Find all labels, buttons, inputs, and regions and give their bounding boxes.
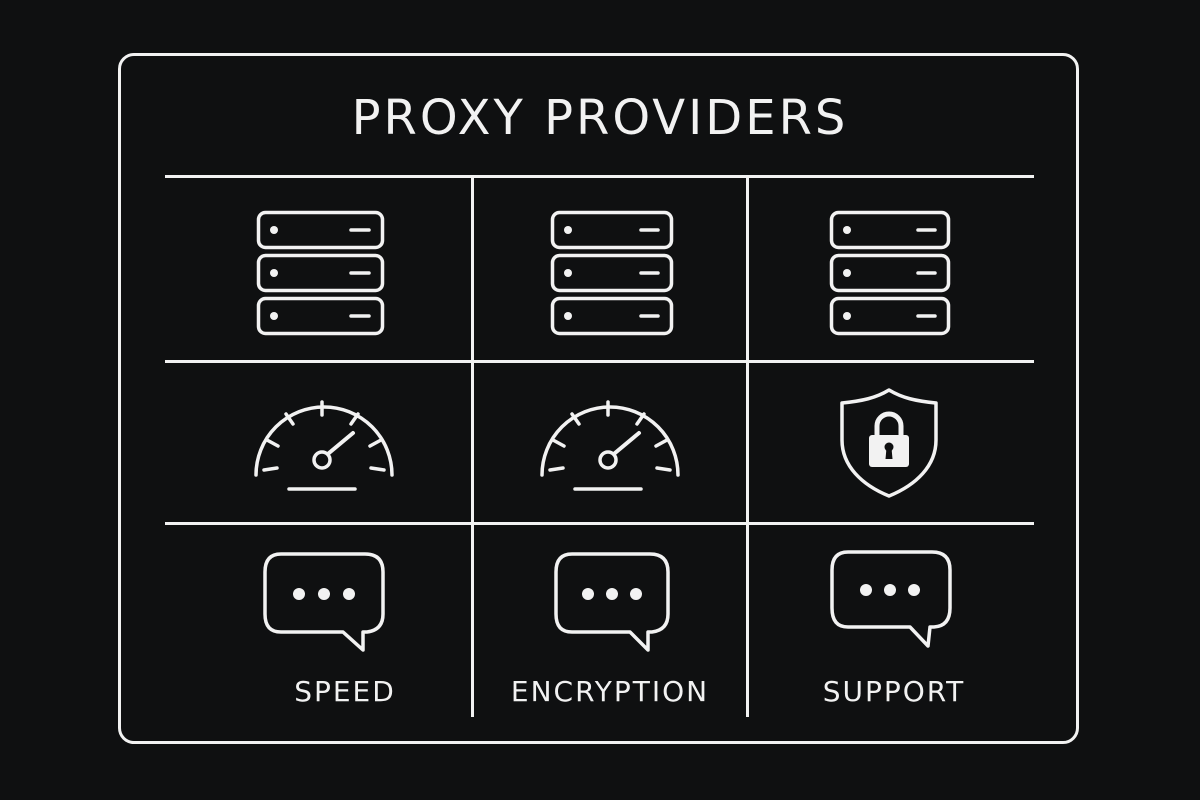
diagram-frame — [118, 53, 1079, 744]
server-icon — [829, 210, 951, 336]
column-label-encryption: ENCRYPTION — [510, 675, 710, 708]
grid-divider-top — [165, 175, 1034, 178]
server-icon — [256, 210, 385, 336]
server-icon — [550, 210, 674, 336]
grid-divider-row2 — [165, 522, 1034, 525]
grid-divider-col2 — [746, 176, 749, 717]
column-label-speed: SPEED — [294, 675, 396, 708]
chat-bubble-icon — [554, 552, 670, 652]
chat-bubble-icon — [830, 550, 952, 648]
speedometer-icon — [254, 400, 394, 491]
page-title: PROXY PROVIDERS — [351, 90, 849, 146]
grid-divider-col1 — [471, 176, 474, 717]
column-label-support: SUPPORT — [822, 675, 966, 708]
grid-divider-row1 — [165, 360, 1034, 363]
chat-bubble-icon — [263, 552, 385, 652]
shield-lock-icon — [840, 388, 938, 498]
speedometer-icon — [540, 400, 680, 491]
